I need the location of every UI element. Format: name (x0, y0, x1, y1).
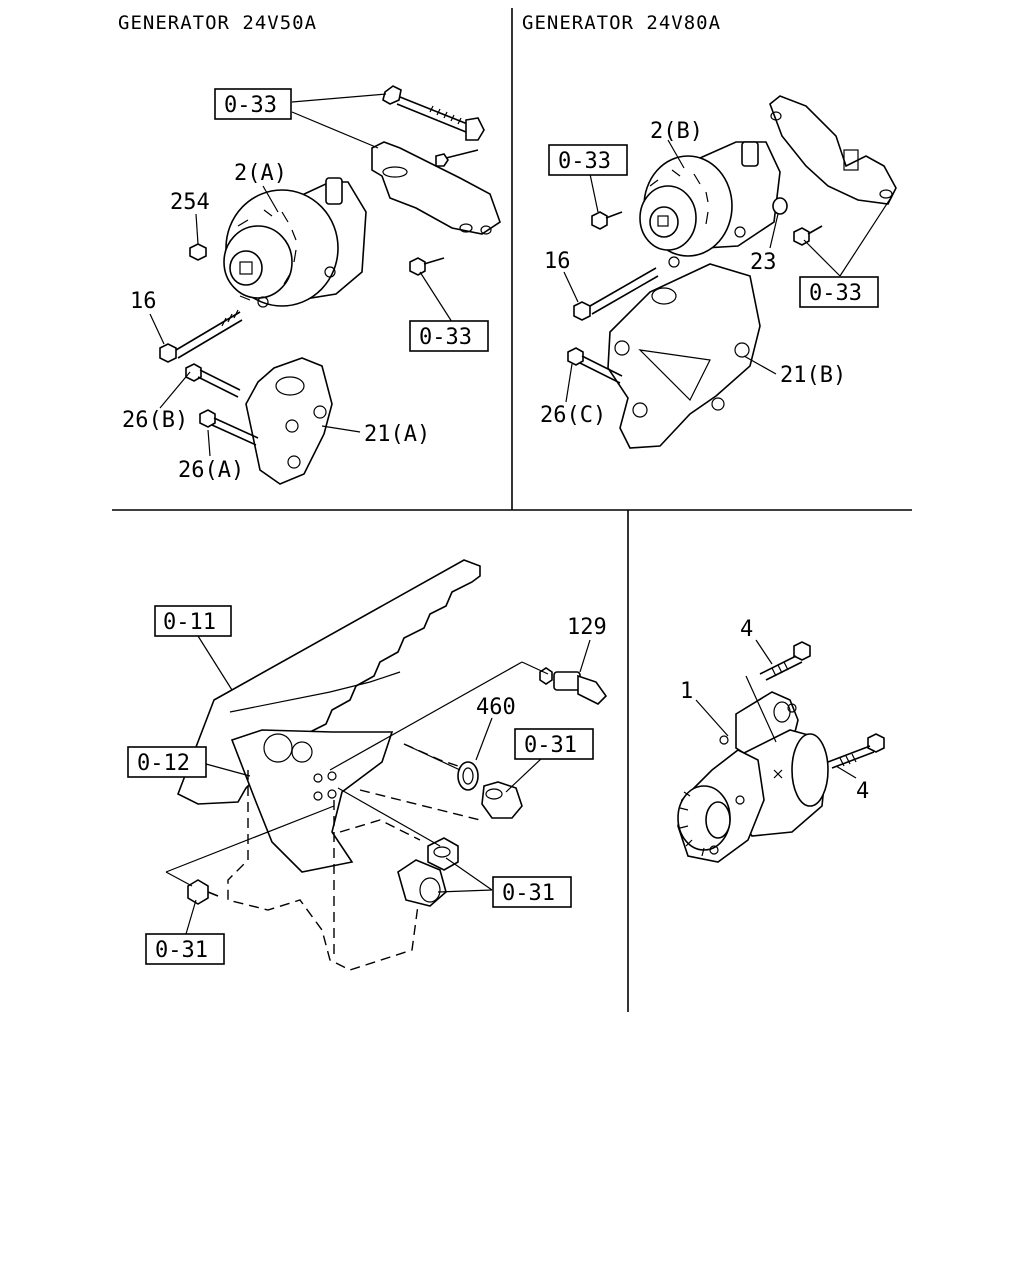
part-label-4-right: 4 (856, 779, 869, 804)
ref-0-33-a: 0-33 (224, 93, 277, 118)
part-label-23: 23 (750, 250, 777, 275)
engine-block-assembly (165, 559, 608, 971)
bolt-16-right (573, 267, 659, 321)
part-label-1: 1 (680, 679, 693, 704)
leaders-block (165, 635, 591, 935)
starter-motor-assembly (677, 639, 885, 863)
part-label-460: 460 (476, 695, 516, 720)
header-generator-24v80a: GENERATOR 24V80A (522, 12, 721, 34)
bolt-26a (199, 409, 259, 446)
washer-23 (772, 197, 788, 215)
ref-box-0-31-b[interactable] (492, 876, 572, 908)
plugs-0-31-middle (397, 837, 459, 907)
part-label-4-upper: 4 (740, 617, 753, 642)
plug-0-31-upper (481, 781, 523, 819)
part-label-129: 129 (567, 615, 607, 640)
panel-dividers (112, 8, 912, 1012)
ref-box-0-11[interactable] (154, 605, 232, 637)
part-label-16-left: 16 (130, 289, 157, 314)
bolt-0-33-d (793, 225, 823, 246)
generator-2b (639, 141, 781, 268)
ref-0-33-c: 0-33 (558, 149, 611, 174)
bolt-26c (567, 347, 623, 384)
part-label-26a: 26(A) (178, 458, 244, 483)
leaders-right (563, 139, 893, 403)
ref-box-0-33-d[interactable] (799, 276, 879, 308)
washer-460 (457, 761, 479, 791)
bolt-4-upper (759, 641, 811, 681)
temperature-sensor-129 (539, 667, 608, 705)
ref-0-31-c: 0-31 (155, 938, 208, 963)
ref-box-0-33-b[interactable] (409, 320, 489, 352)
ref-0-33-d: 0-33 (809, 281, 862, 306)
ref-0-33-b: 0-33 (419, 325, 472, 350)
part-label-254: 254 (170, 190, 210, 215)
part-label-16-right: 16 (544, 249, 571, 274)
ref-box-0-31-c[interactable] (145, 933, 225, 965)
upper-bracket (371, 141, 501, 235)
adjusting-bolt (382, 85, 485, 141)
bolt-16-left (159, 309, 243, 363)
ref-0-11: 0-11 (163, 610, 216, 635)
generator-24v80a-assembly (563, 95, 897, 449)
nut-254 (189, 243, 207, 261)
ref-0-31-a: 0-31 (524, 733, 577, 758)
bolt-26b (185, 363, 241, 398)
part-label-26c: 26(C) (540, 403, 606, 428)
bolt-0-33-lower (409, 257, 445, 276)
upper-bracket-b (769, 95, 897, 205)
bolt-4-right (827, 733, 885, 769)
bolt-0-33-c (591, 211, 623, 230)
generator-24v50a-assembly (149, 85, 501, 485)
ref-box-0-12[interactable] (127, 746, 207, 778)
part-label-26b: 26(B) (122, 408, 188, 433)
ref-box-0-33-c[interactable] (548, 144, 628, 176)
leaders-starter (695, 639, 857, 779)
part-label-2b: 2(B) (650, 119, 703, 144)
header-generator-24v50a: GENERATOR 24V50A (118, 12, 317, 34)
ref-box-0-33-a[interactable] (214, 88, 292, 120)
generator-2a (223, 177, 367, 308)
part-label-2a: 2(A) (234, 161, 287, 186)
part-label-21a: 21(A) (364, 422, 430, 447)
ref-0-12: 0-12 (137, 751, 190, 776)
ref-box-0-31-a[interactable] (514, 728, 594, 760)
ref-0-31-b: 0-31 (502, 881, 555, 906)
drain-plug-0-31-lower (187, 879, 219, 905)
leaders-left (149, 93, 453, 457)
part-label-21b: 21(B) (780, 363, 846, 388)
engine-block-front (230, 729, 394, 873)
